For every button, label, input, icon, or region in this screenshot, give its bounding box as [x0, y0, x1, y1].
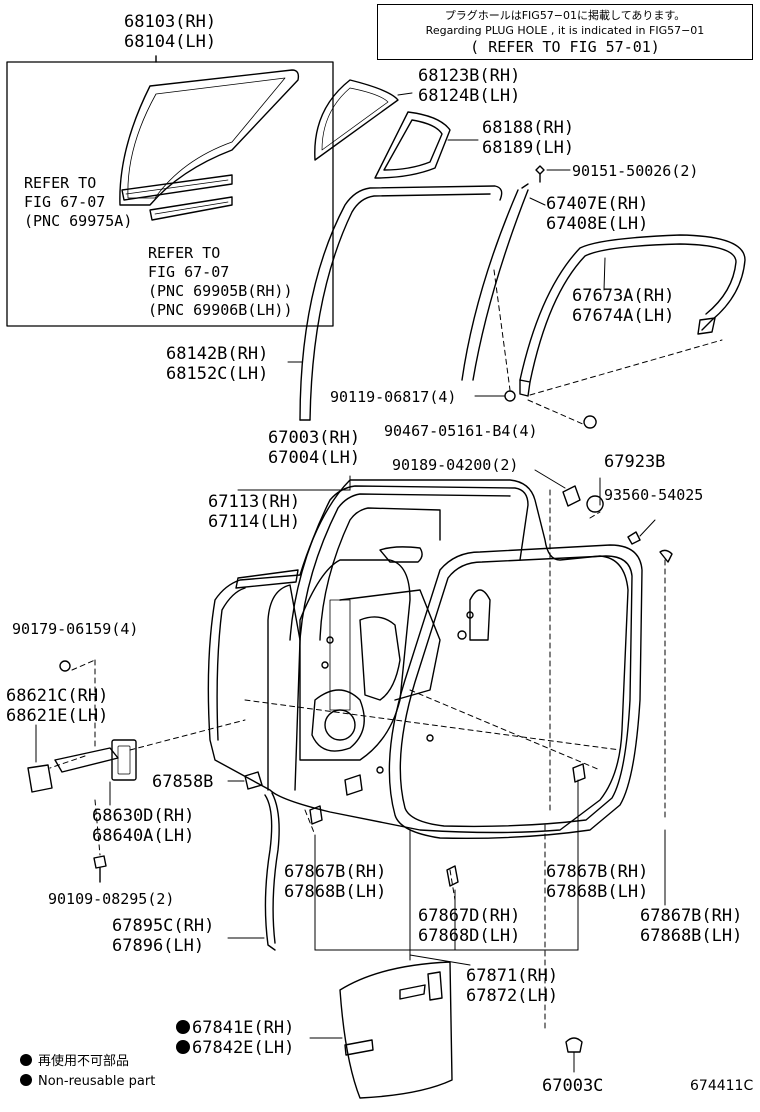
label-67003c: 67003C	[542, 1076, 604, 1096]
label-67872: 67872(LH)	[466, 986, 559, 1006]
clip-67867b-left	[309, 805, 323, 825]
hole-seal-strip	[264, 794, 276, 951]
legend-dot	[20, 1074, 32, 1086]
label-refer2-d: (PNC 69906B(LH))	[148, 301, 293, 319]
legend-jp-text: 再使用不可部品	[38, 1054, 130, 1069]
label-67868b-left: 67868B(LH)	[284, 882, 387, 902]
bolt-90109	[93, 855, 107, 869]
door-glass	[119, 69, 300, 206]
label-67867d: 67867D(RH)	[418, 906, 521, 926]
label-67867b-right: 67867B(RH)	[640, 906, 743, 926]
label-68104: 68104(LH)	[124, 32, 217, 52]
non-reusable-dot	[176, 1020, 190, 1034]
label-90151: 90151-50026(2)	[572, 162, 699, 180]
label-67841e: 67841E(RH)	[176, 1018, 294, 1038]
label-67867b-left: 67867B(RH)	[284, 862, 387, 882]
clip-67867d	[446, 865, 459, 887]
quarter-glass	[314, 79, 399, 161]
reference-inset-box	[6, 61, 334, 327]
division-bar	[461, 189, 519, 381]
label-refer1-a: REFER TO	[24, 174, 97, 192]
label-67895c: 67895C(RH)	[112, 916, 215, 936]
note-english: Regarding PLUG HOLE , it is indicated in…	[425, 24, 705, 37]
label-refer1-b: FIG 67-07	[24, 193, 106, 211]
service-hole-cover	[339, 961, 453, 1099]
cushion-67858	[244, 771, 263, 790]
plug-67003c	[565, 1037, 583, 1053]
screw-90151	[535, 165, 545, 175]
label-67842e: 67842E(LH)	[176, 1038, 294, 1058]
label-68124b: 68124B(LH)	[418, 86, 521, 106]
label-90179: 90179-06159(4)	[12, 620, 139, 638]
clip-67867b-right	[572, 763, 586, 783]
door-shell	[207, 479, 629, 834]
screw-90119	[504, 390, 516, 402]
label-68621e: 68621E(LH)	[6, 706, 109, 726]
label-refer2-a: REFER TO	[148, 244, 221, 262]
label-68152c: 68152C(LH)	[166, 364, 269, 384]
label-68188: 68188(RH)	[482, 118, 575, 138]
label-67114: 67114(LH)	[208, 512, 301, 532]
door-frame-moulding	[299, 185, 503, 421]
label-67841e-text: 67841E(RH)	[192, 1018, 295, 1038]
label-67408e: 67408E(LH)	[546, 214, 649, 234]
legend-en-text: Non-reusable part	[38, 1074, 156, 1089]
label-68640a: 68640A(LH)	[92, 826, 195, 846]
label-67858b: 67858B	[152, 772, 214, 792]
label-67842e-text: 67842E(LH)	[192, 1038, 295, 1058]
door-sash	[289, 485, 529, 641]
label-68123b: 68123B(RH)	[418, 66, 521, 86]
glass-channel-rear	[149, 196, 233, 221]
label-67868b-mid: 67868B(LH)	[546, 882, 649, 902]
label-68103: 68103(RH)	[124, 12, 217, 32]
label-67407e: 67407E(RH)	[546, 194, 649, 214]
legend-english: Non-reusable part	[20, 1074, 155, 1090]
label-67868d: 67868D(LH)	[418, 926, 521, 946]
label-90119: 90119-06817(4)	[330, 388, 457, 406]
label-67113: 67113(RH)	[208, 492, 301, 512]
label-68189: 68189(LH)	[482, 138, 575, 158]
label-refer2-b: FIG 67-07	[148, 263, 230, 281]
label-93560: 93560-54025	[604, 486, 704, 504]
legend-dot	[20, 1054, 32, 1066]
label-67867b-mid: 67867B(RH)	[546, 862, 649, 882]
label-90467: 90467-05161-B4(4)	[384, 422, 538, 440]
legend-japanese: 再使用不可部品	[20, 1054, 129, 1070]
label-67004: 67004(LH)	[268, 448, 361, 468]
label-67674a: 67674A(LH)	[572, 306, 675, 326]
label-refer2-c: (PNC 69905B(RH))	[148, 282, 293, 300]
clip-90189	[562, 485, 581, 507]
bolt-90179	[59, 660, 71, 672]
label-67003: 67003(RH)	[268, 428, 361, 448]
label-67923b: 67923B	[604, 452, 666, 472]
label-67896: 67896(LH)	[112, 936, 205, 956]
door-check	[54, 747, 119, 773]
cap-67923b	[586, 495, 604, 513]
door-weatherstrip	[388, 544, 643, 840]
clip-67867b-far	[659, 549, 673, 563]
clip-90467	[583, 415, 597, 429]
glass-channel-front	[121, 174, 233, 201]
label-refer1-c: (PNC 69975A)	[24, 212, 133, 230]
non-reusable-dot	[176, 1040, 190, 1054]
label-67868b-right: 67868B(LH)	[640, 926, 743, 946]
label-68621c: 68621C(RH)	[6, 686, 109, 706]
figure-number: 674411C	[690, 1078, 754, 1094]
label-67673a: 67673A(RH)	[572, 286, 675, 306]
quarter-weatherstrip	[374, 111, 451, 179]
note-japanese: プラグホールはFIG57−01に掲載してあります。	[444, 9, 686, 22]
label-68630d: 68630D(RH)	[92, 806, 195, 826]
label-68142b: 68142B(RH)	[166, 344, 269, 364]
label-67871: 67871(RH)	[466, 966, 559, 986]
rear-channel	[519, 234, 746, 381]
screw-93560	[627, 531, 641, 545]
label-90109: 90109-08295(2)	[48, 890, 175, 908]
label-90189: 90189-04200(2)	[392, 456, 519, 474]
note-refer: ( REFER TO FIG 57-01)	[470, 38, 660, 56]
reference-note-box: プラグホールはFIG57−01に掲載してあります。 Regarding PLUG…	[377, 4, 753, 60]
